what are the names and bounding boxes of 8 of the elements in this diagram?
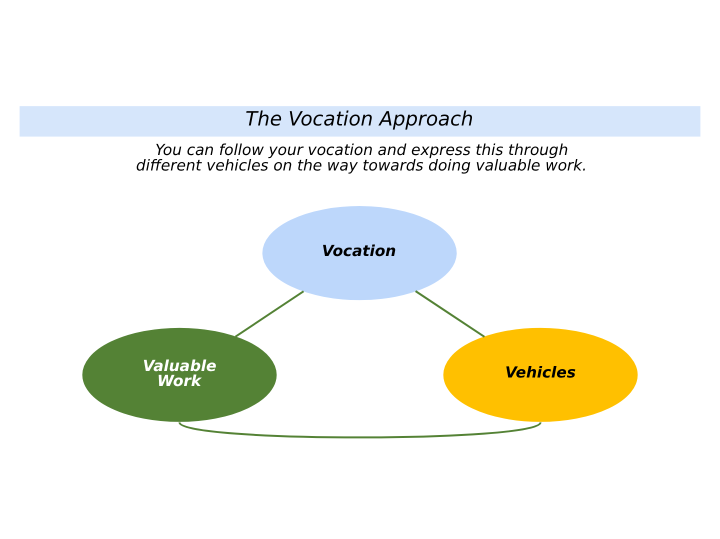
label: You can follow your vocation and express this through different vehicles on the way towards doing valuable work.	[136, 140, 587, 174]
connector	[415, 290, 485, 338]
node-ellipse: Valuable Work	[82, 327, 277, 422]
diagram-title: The Vocation Approach	[245, 107, 474, 130]
node-ellipse: Vehicles	[443, 327, 638, 422]
connector	[234, 290, 304, 338]
connector	[178, 421, 542, 438]
node-ellipse: Vocation	[262, 206, 457, 300]
